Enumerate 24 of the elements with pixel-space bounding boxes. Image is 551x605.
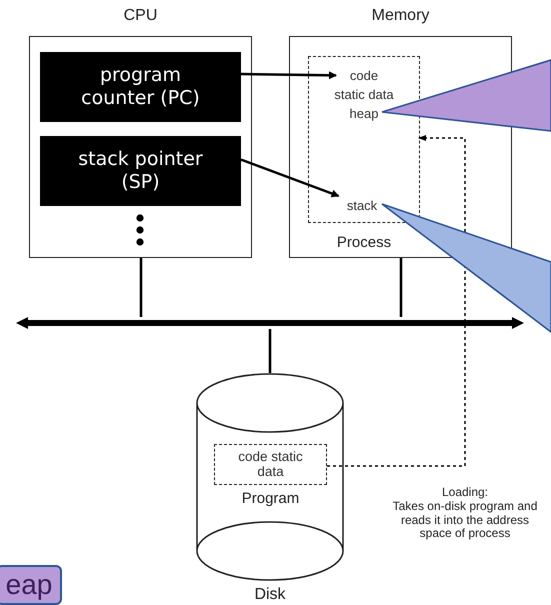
segment-label: static data: [334, 88, 394, 102]
loading-note: Loading:: [440, 486, 490, 500]
register-box: program counter (PC): [40, 52, 241, 122]
segment-label: code: [350, 68, 378, 84]
region-label: Program: [240, 490, 300, 507]
bus-line: [400, 258, 402, 317]
arrow: [240, 158, 340, 198]
box-title: CPU: [122, 7, 158, 25]
callout-wedge: [381, 58, 551, 132]
loading-note: Takes on-disk program and reads it into the address space of process: [392, 500, 538, 542]
bus-line: [140, 258, 142, 317]
bus-line: [268, 329, 272, 373]
segment-label: heap: [350, 106, 378, 122]
region-text: code static data: [237, 450, 304, 480]
segment-label: stack: [346, 198, 378, 214]
disk-label: Disk: [253, 586, 287, 604]
region-label: Process: [336, 234, 392, 251]
box-title: Memory: [370, 7, 430, 25]
arrow: [240, 71, 337, 80]
system-bus: [16, 317, 524, 329]
register-box: stack pointer (SP): [40, 136, 241, 206]
callout-wedge: [381, 203, 551, 334]
arrow: [327, 135, 466, 467]
tag-label: eap: [0, 565, 62, 605]
